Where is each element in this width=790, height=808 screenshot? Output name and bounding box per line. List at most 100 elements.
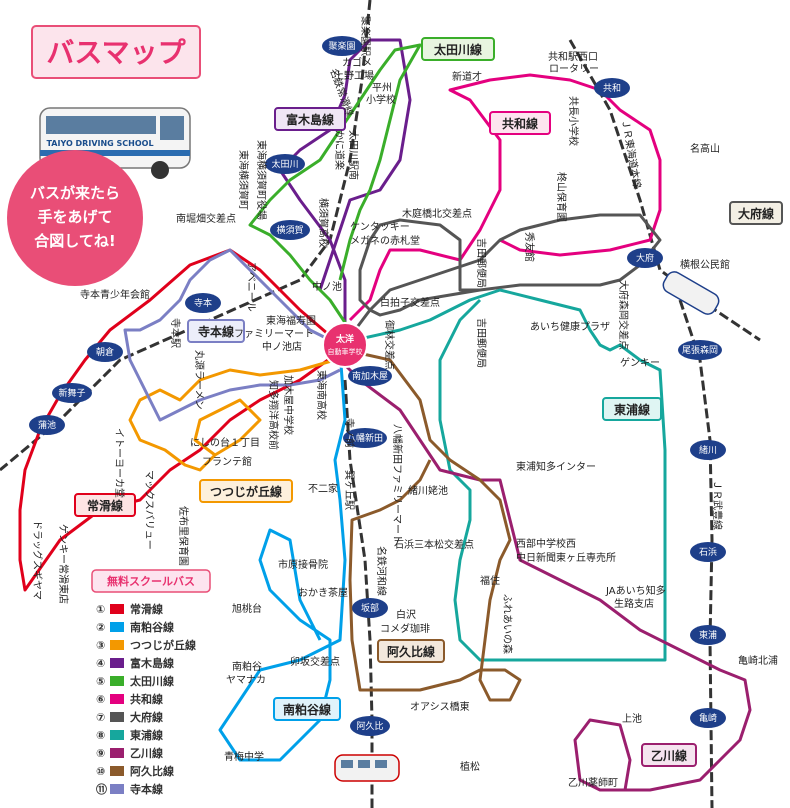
svg-text:名高山: 名高山 [690,142,720,155]
svg-text:寺ノ前: 寺ノ前 [343,418,356,448]
title-badge: バスマップ [31,25,201,79]
svg-text:ゲンキー: ゲンキー [620,357,660,369]
svg-text:共和駅西口: 共和駅西口 [548,51,598,63]
legend-swatch [110,658,124,668]
route-labels: 太田川線 富木島線 共和線 大府線 寺本線 常滑線 つつじが丘線 東浦線 南粕谷… [74,37,783,767]
svg-text:小学校: 小学校 [366,93,396,106]
svg-text:横須賀: 横須賀 [276,224,303,236]
legend-swatch [110,712,124,722]
svg-text:市原接骨院: 市原接骨院 [278,558,328,571]
svg-text:マックスバリュー: マックスバリュー [143,470,155,550]
svg-text:カゴメ: カゴメ [342,56,372,69]
svg-text:メガネの赤札堂: メガネの赤札堂 [350,234,420,247]
svg-text:共和: 共和 [603,83,621,94]
svg-text:阿久比: 阿久比 [356,720,383,732]
svg-text:新舞子: 新舞子 [58,387,85,399]
legend-item-label: 共和線 [130,692,163,706]
legend-swatch [110,784,124,794]
route-higashiura [354,288,667,662]
legend-item-label: 寺本線 [130,782,163,796]
svg-text:寺本駅: 寺本駅 [169,318,182,348]
station-agui: 阿久比 [350,716,390,736]
route-label-tomijima: 富木島線 [286,112,334,127]
legend-item-number: ① [96,603,105,616]
svg-text:にしの台１丁目: にしの台１丁目 [190,436,260,449]
svg-text:聚楽園駅: 聚楽園駅 [359,16,372,56]
svg-text:新道才: 新道才 [452,70,482,83]
svg-text:ふれあいの森: ふれあいの森 [501,594,514,654]
legend-title: 無料スクールバス [107,574,195,588]
station-ishihama: 石浜 [690,542,726,562]
station-kamezaki: 亀崎 [690,708,726,728]
station-obu: 大府 [627,248,663,268]
legend-swatch [110,640,124,650]
speech-bubble: バスが来たら 手をあげて 合図してね! [7,150,143,286]
svg-text:南堀畑交差点: 南堀畑交差点 [176,212,236,225]
svg-text:知多翔洋高校前: 知多翔洋高校前 [267,380,280,450]
svg-text:石浜: 石浜 [699,547,717,558]
legend-item: ⑦ 大府線 [96,710,163,724]
svg-text:吉田郵便局: 吉田郵便局 [475,318,488,368]
legend-item-number: ⑦ [96,711,105,724]
stations: 聚楽園 太田川 横須賀 寺本 朝倉 新舞子 蒲池 共和 大府 尾張森岡 緒川 石… [29,36,726,736]
svg-text:オアシス橋東: オアシス橋東 [410,700,470,713]
svg-text:中ノ池店: 中ノ池店 [262,340,302,353]
svg-text:横須賀高校: 横須賀高校 [317,198,330,248]
bus-school-name: TAIYO DRIVING SCHOOL [46,139,153,148]
svg-text:東浦: 東浦 [699,629,717,641]
svg-text:朝倉: 朝倉 [96,346,114,358]
svg-text:亀崎北浦: 亀崎北浦 [738,654,778,667]
svg-text:生路支店: 生路支店 [614,597,654,610]
svg-text:東浦知多インター: 東浦知多インター [516,460,596,473]
svg-text:柊山保育園: 柊山保育園 [555,172,568,222]
svg-text:加木屋中学校: 加木屋中学校 [282,375,295,435]
svg-text:フランテ館: フランテ館 [202,455,252,468]
station-minami-kagiya: 南加木屋 [348,366,392,386]
route-label-tokoname: 常滑線 [87,498,123,513]
route-teramoto [123,248,341,422]
bubble-line-3: 合図してね! [33,232,115,250]
station-kyowa: 共和 [594,78,630,98]
svg-text:緒川姥池: 緒川姥池 [408,484,448,497]
legend-item-label: 大府線 [130,710,163,724]
school-marker: 太洋 自動車学校 [322,322,368,368]
svg-text:寺本: 寺本 [194,297,212,309]
svg-text:ドラッグスギヤマ: ドラッグスギヤマ [31,520,44,600]
legend-item-label: 富木島線 [130,656,174,670]
svg-text:コメダ珈琲: コメダ珈琲 [380,622,430,635]
legend-item: ⑪ 寺本線 [96,782,163,796]
legend-item-number: ⑪ [96,782,107,796]
route-label-ota: 太田川線 [434,42,482,57]
route-label-agui: 阿久比線 [387,644,435,659]
legend-item-number: ③ [96,639,105,652]
station-asakura: 朝倉 [87,342,123,362]
legend-swatch [110,766,124,776]
legend-item-number: ④ [96,657,105,670]
legend-swatch [110,604,124,614]
svg-text:吉田郵便局: 吉田郵便局 [475,238,488,288]
svg-text:横根公民館: 横根公民館 [680,258,730,271]
route-obu [353,213,662,331]
svg-text:旭桃台: 旭桃台 [232,602,262,615]
station-yokosuka: 横須賀 [270,220,310,240]
legend-item-label: 常滑線 [130,602,163,616]
legend-item-label: 東浦線 [130,728,163,742]
svg-text:不二家: 不二家 [308,482,338,495]
svg-text:ロータリー: ロータリー [549,63,599,75]
svg-text:丸源ラーメン: 丸源ラーメン [193,350,206,410]
svg-text:巽ヶ丘駅: 巽ヶ丘駅 [343,470,355,510]
svg-text:ヤマナカ: ヤマナカ [226,674,266,686]
svg-text:寺本青少年会館: 寺本青少年会館 [80,288,150,301]
svg-text:亀崎: 亀崎 [699,712,717,724]
route-agui [344,348,522,702]
svg-text:中ノ池: 中ノ池 [312,280,342,293]
station-jurakuen: 聚楽園 [322,36,362,56]
legend-item-label: 南粕谷線 [130,620,174,634]
route-minamikasuya [218,349,347,762]
legend-item-label: 乙川線 [130,746,163,760]
route-label-teramoto: 寺本線 [198,324,234,339]
svg-text:白沢: 白沢 [396,608,416,621]
